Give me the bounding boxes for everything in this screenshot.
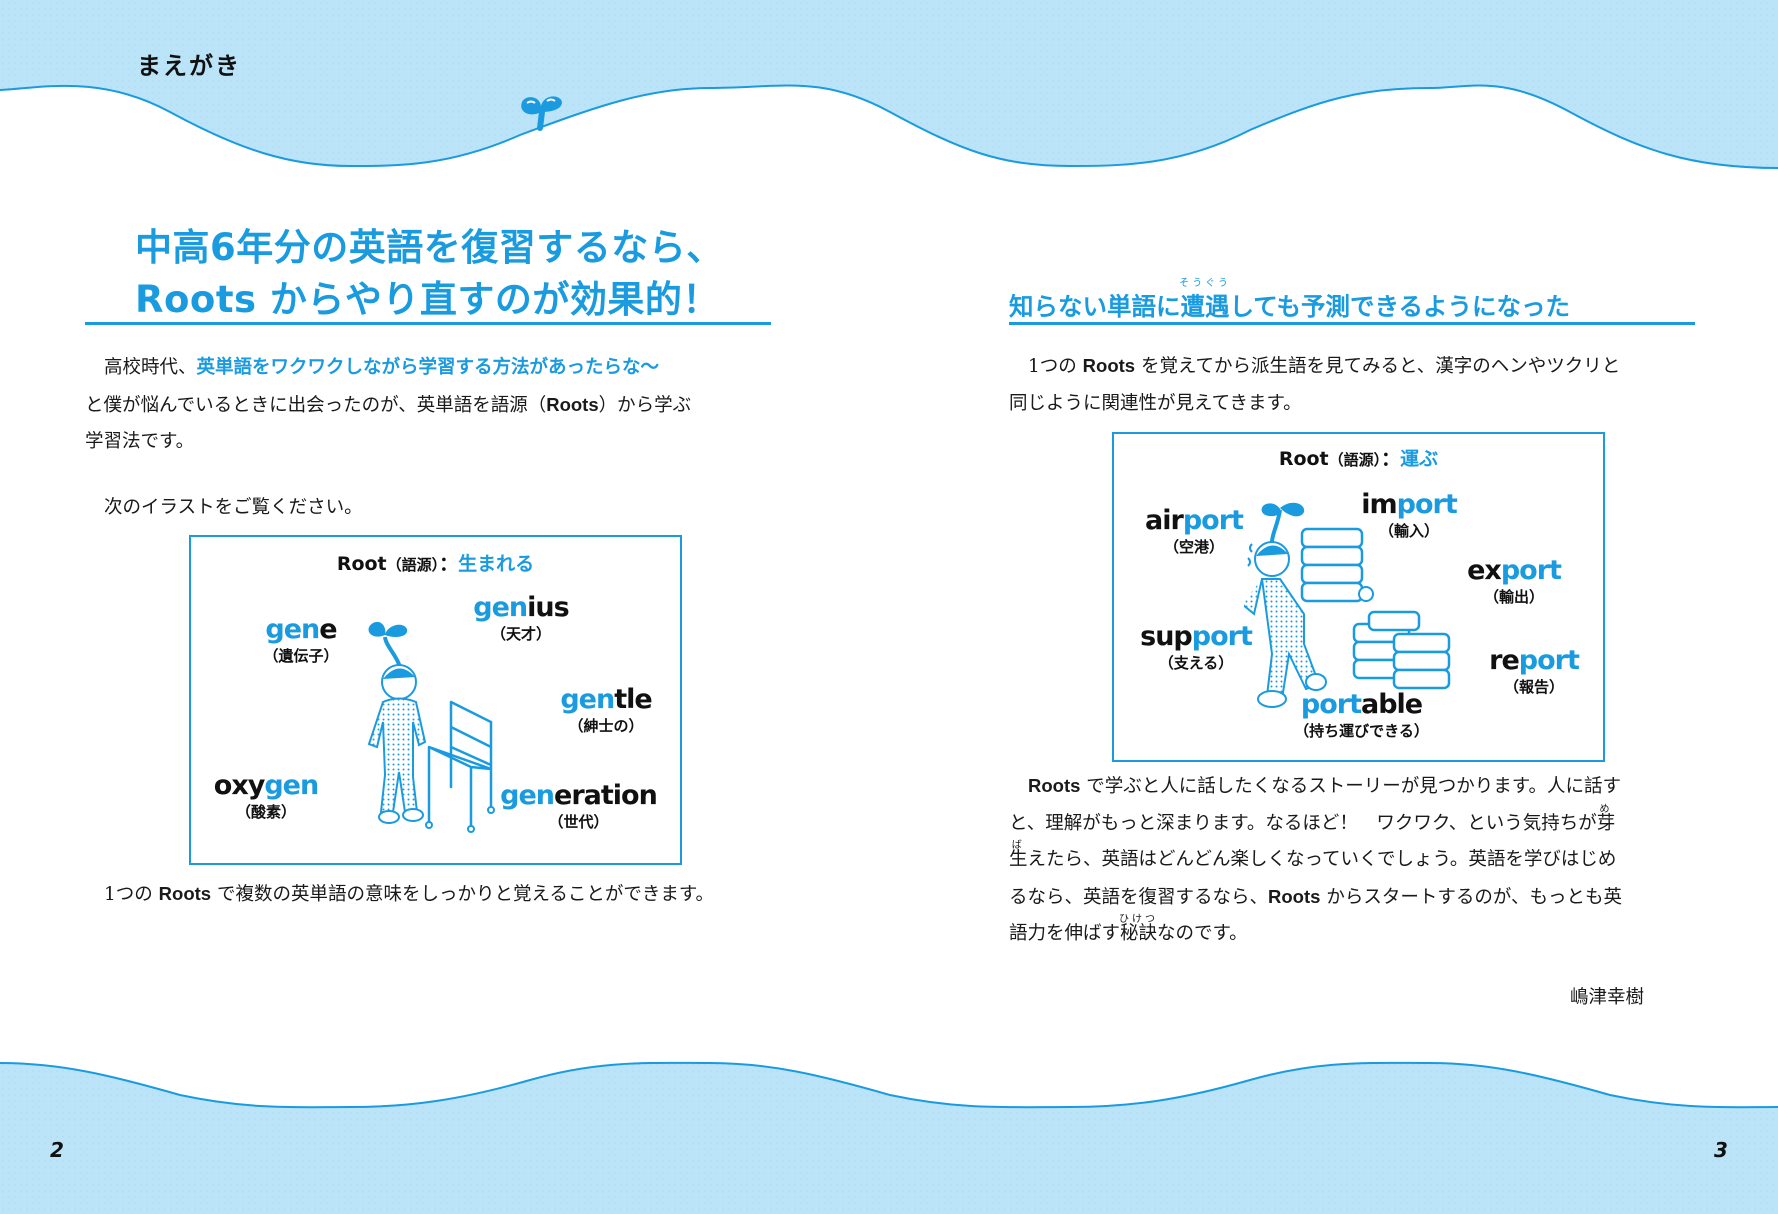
character-carrying-boxes-illustration (1244, 502, 1451, 708)
word-report: report （報告） (1489, 645, 1580, 697)
page-number-left: 2 (50, 1138, 64, 1162)
character-with-chair-illustration (367, 621, 495, 833)
para2-line-4: るなら、英語を復習するなら、Roots からスタートするのが、もっとも英 (1009, 885, 1622, 908)
page-number-right: 3 (1714, 1138, 1728, 1162)
top-wave (0, 0, 1778, 168)
word-gentle: gentle （紳士の） (560, 684, 652, 736)
word-generation: generation （世代） (500, 780, 658, 832)
headline-line-2: Roots からやり直すのが効果的！ (135, 278, 720, 321)
subheading-underline (1009, 322, 1695, 325)
para2-line-2: と、理解がもっと深まります。なるほど！ ワクワク、という気持ちが芽め (1009, 803, 1616, 834)
intro-line-3: 学習法です。 (85, 431, 195, 452)
figure-gen: Root（語源）：生まれる gene （遺伝子） genius （天才） gen… (189, 535, 682, 865)
ruby-sougu: 遭遇そうぐう (1179, 278, 1231, 321)
intro-line-2: と僕が悩んでいるときに出会ったのが、英単語を語源（Roots）から学ぶ (85, 393, 692, 416)
see-illustration-text: 次のイラストをご覧ください。 (104, 497, 363, 518)
author-signature: 嶋津幸樹 (1570, 987, 1645, 1008)
word-export: export （輸出） (1467, 555, 1562, 607)
headline-line-1: 中高6年分の英語を復習するなら、 (135, 226, 724, 269)
page-headline: 中高6年分の英語を復習するなら、 Roots からやり直すのが効果的！ (135, 222, 724, 326)
figure-caption: 1つの Roots で複数の英単語の意味をしっかりと覚えることができます。 (104, 883, 715, 905)
para2-line-1: Roots で学ぶと人に話したくなるストーリーが見つかります。人に話す (1028, 775, 1621, 797)
sprout-icon (521, 96, 562, 131)
figure-title: Root（語源）：生まれる (336, 553, 535, 575)
right-paragraph-2: Roots で学ぶと人に話したくなるストーリーが見つかります。人に話す と、理解… (1009, 768, 1709, 953)
headline-underline (85, 322, 771, 325)
word-oxygen: oxygen （酸素） (213, 770, 319, 822)
figure-title: Root（語源）：運ぶ (1278, 448, 1439, 470)
word-airport: airport （空港） (1145, 505, 1244, 557)
para2-line-5: 語力を伸ばす秘訣ひけつなのです。 (1009, 914, 1248, 944)
section-subheading: 知らない単語に遭遇そうぐうしても予測できるようになった (1009, 278, 1571, 321)
word-portable: portable （持ち運びできる） (1294, 689, 1429, 741)
intro-line-1: 高校時代、英単語をワクワクしながら学習する方法があったらな〜 (104, 357, 660, 378)
chapter-title: まえがき (137, 52, 241, 80)
intro-highlight: 英単語をワクワクしながら学習する方法があったらな〜 (196, 357, 660, 378)
para1-line-1: 1つの Roots を覚えてから派生語を見てみると、漢字のヘンやツクリと (1028, 355, 1621, 377)
para1-line-2: 同じように関連性が見えてきます。 (1009, 392, 1302, 414)
bottom-wave (0, 1062, 1778, 1214)
word-support: support （支える） (1140, 621, 1253, 673)
right-paragraph-1: 1つの Roots を覚えてから派生語を見てみると、漢字のヘンやツクリと 同じよ… (1009, 348, 1699, 422)
word-gene: gene （遺伝子） (263, 614, 339, 666)
intro-paragraph: 高校時代、英単語をワクワクしながら学習する方法があったらな〜 と僕が悩んでいると… (85, 350, 775, 461)
para2-line-3: 生ばえたら、英語はどんどん楽しくなっていくでしょう。英語を学びはじめ (1009, 840, 1617, 870)
word-import: import （輸入） (1361, 489, 1458, 541)
figure-port: Root（語源）：運ぶ (1112, 432, 1605, 762)
word-genius: genius （天才） (473, 592, 569, 644)
